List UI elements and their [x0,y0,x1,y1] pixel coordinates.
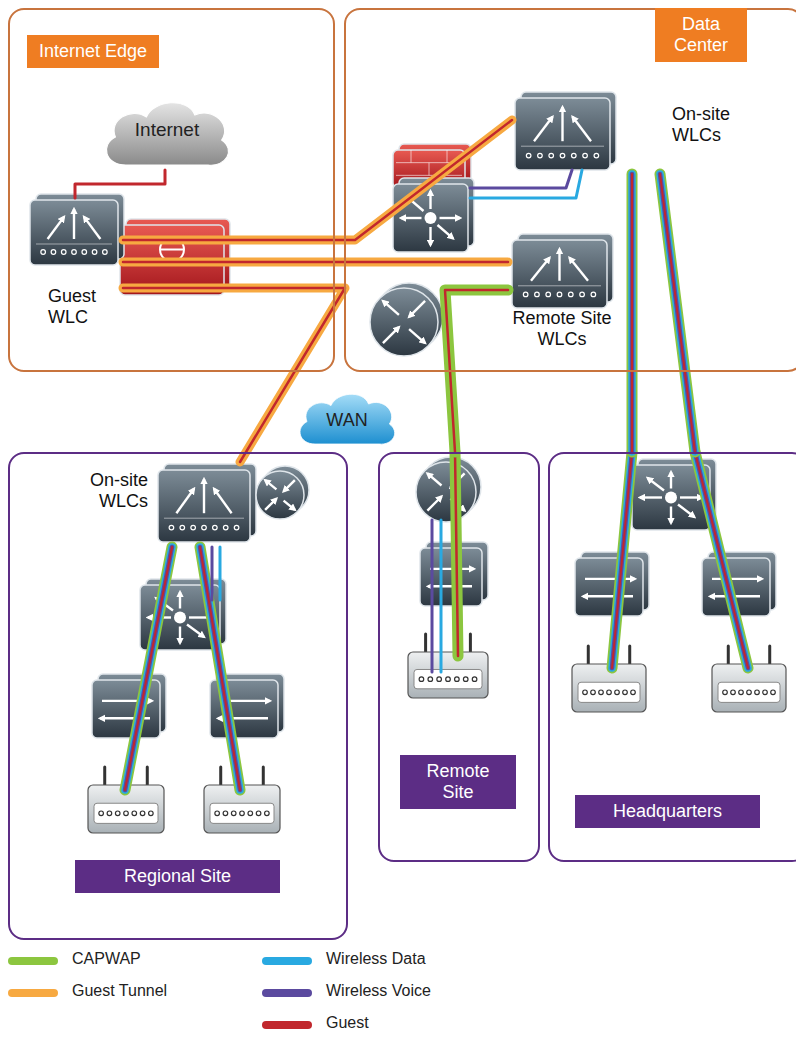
connector-stripe [612,452,632,668]
legend-swatch [262,989,312,997]
wlc-device: On-site WLCs [48,462,258,550]
cloud-label: WAN [295,410,399,431]
wireless-path [220,547,221,600]
legend-swatch [8,957,58,965]
connector-stripe [660,174,695,452]
access-point-icon [408,634,488,698]
wlc-device: Guest WLC [28,198,123,338]
connector-stripe [695,452,748,668]
wireless-path [441,520,442,672]
legend-text: Guest [326,1014,369,1032]
connector-stripe [627,174,638,452]
connector-stripe [630,174,635,452]
wireless-path [125,547,172,790]
capwap-tunnel [632,174,633,452]
connector-stripe [470,170,582,198]
router-icon [256,466,309,519]
connector-stripe [200,547,240,790]
switch-icon [575,552,649,616]
connector-stripe [695,452,748,668]
connector-stripe [612,452,632,668]
switch-icon [702,552,776,616]
wlc-device: On-site WLCs [512,92,751,174]
legend-text: Wireless Voice [326,982,431,1000]
wlc-icon [30,194,124,265]
site-region: Internet EdgeInternetGuest WLC [8,8,335,372]
connector-stripe [695,452,748,668]
guest-link [75,170,165,198]
guest-tunnel [123,262,508,263]
site-heading: Headquarters [575,795,760,828]
connector-stripe [455,452,458,656]
connector-stripe [219,547,222,600]
connector-stripe [695,452,748,668]
connector-stripe [125,547,172,790]
legend-text: Guest Tunnel [72,982,167,1000]
device-label: On-site WLCs [672,104,747,146]
wireless-path [432,520,433,672]
wireless-path [212,547,213,600]
connector-stripe [660,174,695,452]
connector-stripe [123,258,508,267]
legend-swatch [262,957,312,965]
connector-stripe [211,547,214,600]
connector-stripe [200,547,240,790]
site-heading: Remote Site [400,755,516,809]
connector-stripe [631,174,633,452]
wlc-icon [158,464,256,542]
legend-swatch [8,989,58,997]
legend-text: Wireless Data [326,950,426,968]
connector-stripe [470,170,572,188]
connector-stripe [125,547,172,790]
wireless-path [612,452,632,668]
wireless-path [470,170,572,188]
wireless-path [695,452,748,668]
connector-stripe [431,520,434,672]
connector-stripe [125,547,172,790]
wlc-device: Remote Site WLCs [508,236,616,354]
connector-stripe [455,452,458,656]
connector-stripe [660,174,695,452]
connector-stripe [660,174,695,452]
device-label: Remote Site WLCs [512,308,612,350]
core-switch-icon [393,178,474,252]
cloud: WAN [295,388,399,448]
connector-stripe [440,520,443,672]
legend-text: CAPWAP [72,950,141,968]
connector-stripe [612,452,632,668]
capwap-tunnel [660,174,695,452]
wireless-path [470,170,582,198]
legend-swatch [262,1021,312,1029]
wireless-path [455,452,458,656]
connector-stripe [628,174,636,452]
site-region: Data CenterOn-site WLCsRemote Site WLCs [344,8,796,372]
site-region: Headquarters [548,452,796,862]
site-heading: Regional Site [75,860,280,893]
wireless-path [200,547,240,790]
connector-stripe [200,547,240,790]
wlc-icon [512,234,613,308]
connector-stripe [123,261,508,264]
router-icon [370,283,443,356]
cloud: Internet [100,95,234,170]
site-region: Remote Site [378,452,540,862]
switch-icon [92,674,166,738]
connector-stripe [75,170,165,198]
cloud-label: Internet [100,119,234,141]
connector-stripe [612,452,632,668]
wlc-icon [515,92,616,170]
site-heading: Data Center [655,8,747,62]
device-label: On-site WLCs [48,470,148,512]
device-label: Guest WLC [48,286,118,328]
router-icon [416,457,481,522]
site-heading: Internet Edge [27,35,159,68]
connector-stripe [125,547,172,790]
site-region: Regional Site On-site WLCs [8,452,348,940]
connector-stripe [200,547,240,790]
